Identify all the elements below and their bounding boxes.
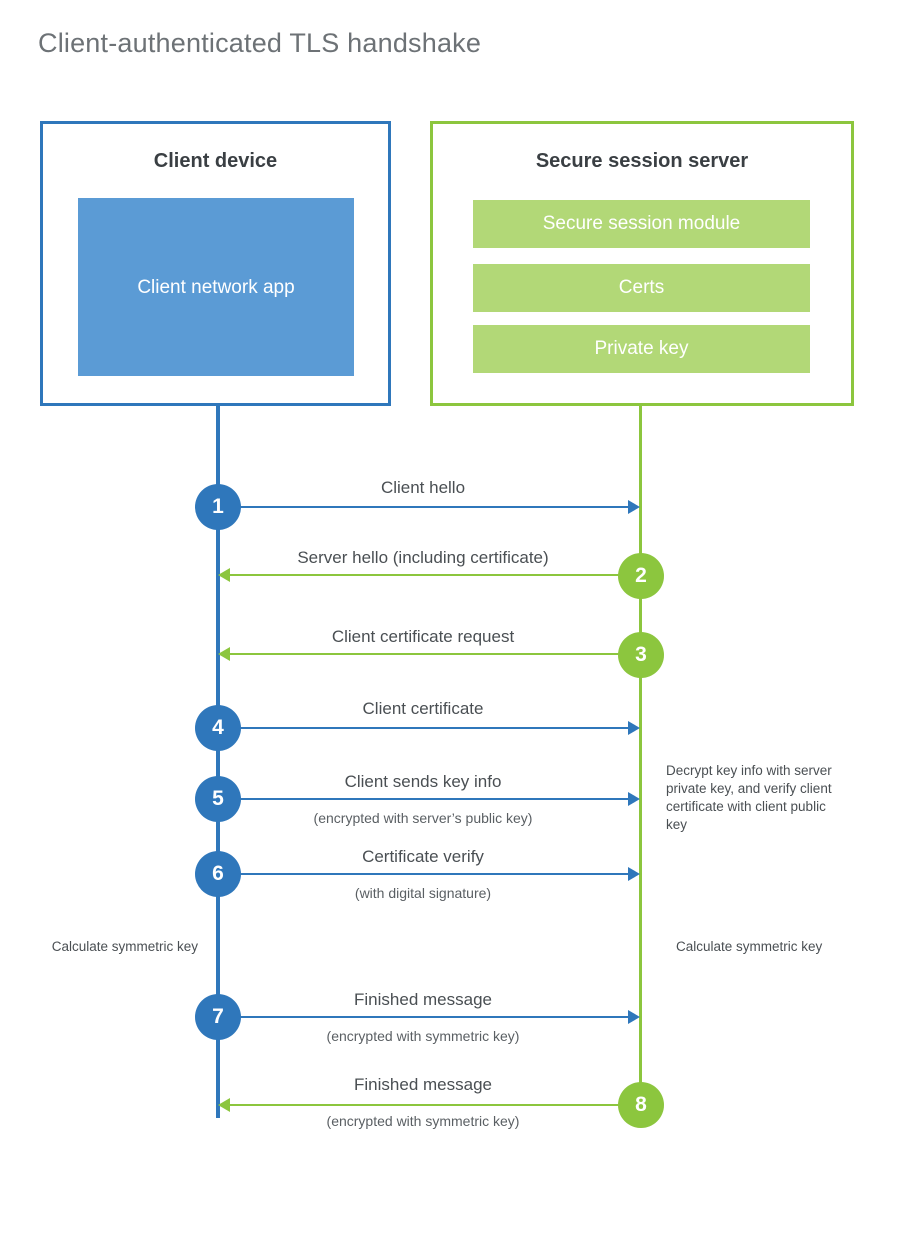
server-module-private-key: Private key [473,325,810,373]
step-3-label: Client certificate request [331,627,515,646]
step-7-sublabel: (encrypted with symmetric key) [326,1028,520,1044]
step-1-arrow-line [218,506,628,508]
server-lifeline [639,405,642,1105]
step-7-arrow-line [218,1016,628,1018]
secure-session-server-box: Secure session server Secure session mod… [430,121,854,406]
step-8-label: Finished message [354,1075,492,1094]
step-5-arrow-line [218,798,628,800]
step-3-arrow-head-icon [218,647,230,661]
step-4-number-badge: 4 [195,705,241,751]
step-6-arrow-line [218,873,628,875]
step-7-label: Finished message [354,990,492,1009]
step-4-arrow-line [218,727,628,729]
server-decrypt-note: Decrypt key info with server private key… [666,763,832,832]
page-title: Client-authenticated TLS handshake [38,28,482,58]
step-3-arrow-line [230,653,641,655]
step-2-arrow-line [230,574,641,576]
step-1-arrow-head-icon [628,500,640,514]
step-8-number-badge: 8 [618,1082,664,1128]
step-6-arrow-head-icon [628,867,640,881]
client-calculate-symmetric-key-note: Calculate symmetric key [51,939,198,954]
client-lifeline [216,405,220,1118]
client-device-box: Client device Client network app [40,121,391,406]
step-5-number-badge: 5 [195,776,241,822]
step-7-arrow-head-icon [628,1010,640,1024]
step-6-label: Certificate verify [362,847,484,866]
step-3-number-badge: 3 [618,632,664,678]
step-6-number-badge: 6 [195,851,241,897]
server-calculate-symmetric-key-note: Calculate symmetric key [676,939,823,954]
step-1-number-badge: 1 [195,484,241,530]
step-2-label: Server hello (including certificate) [297,548,549,567]
step-5-sublabel: (encrypted with server’s public key) [313,810,533,826]
step-8-arrow-line [230,1104,641,1106]
step-5-arrow-head-icon [628,792,640,806]
client-network-app-block: Client network app [78,198,354,376]
step-2-number-badge: 2 [618,553,664,599]
server-module-certs: Certs [473,264,810,312]
step-4-arrow-head-icon [628,721,640,735]
server-module-secure-session-module: Secure session module [473,200,810,248]
client-device-title: Client device [153,150,278,172]
step-7-number-badge: 7 [195,994,241,1040]
secure-session-server-title: Secure session server [535,150,749,172]
step-2-arrow-head-icon [218,568,230,582]
step-6-sublabel: (with digital signature) [354,885,492,901]
step-4-label: Client certificate [362,699,484,718]
step-5-label: Client sends key info [344,772,502,791]
step-1-label: Client hello [380,478,466,497]
step-8-arrow-head-icon [218,1098,230,1112]
step-8-sublabel: (encrypted with symmetric key) [326,1113,520,1129]
